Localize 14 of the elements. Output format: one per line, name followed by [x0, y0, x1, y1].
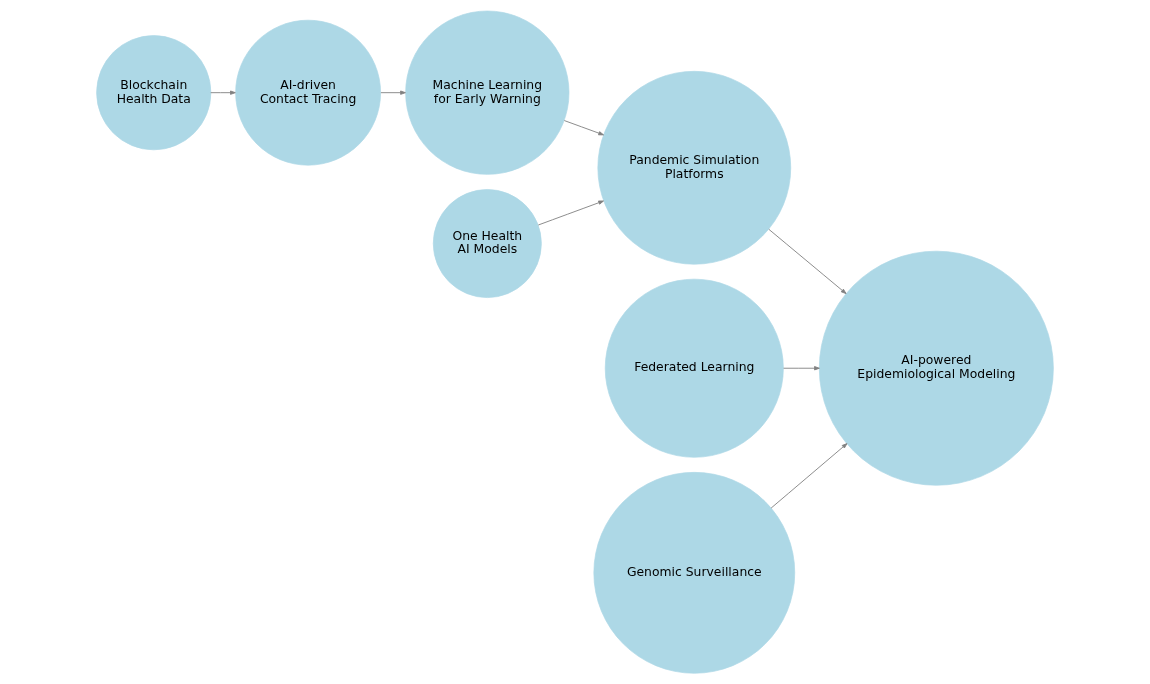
arrow [563, 120, 605, 136]
node-circle: AI-powered Epidemiological Modeling [818, 250, 1054, 486]
node-circle: Genomic Surveillance [593, 472, 796, 674]
node-circle: AI-driven Contact Tracing [235, 19, 381, 166]
node-circle: Blockchain Health Data [96, 35, 212, 151]
arrow [770, 443, 848, 509]
node-circle: Machine Learning for Early Warning [405, 10, 570, 175]
arrow [783, 366, 820, 371]
arrow [380, 90, 406, 95]
arrow [537, 200, 604, 226]
arrow [768, 228, 847, 295]
node-circle: One Health AI Models [432, 189, 542, 298]
arrow [210, 90, 236, 95]
node-circle: Federated Learning [604, 278, 784, 458]
